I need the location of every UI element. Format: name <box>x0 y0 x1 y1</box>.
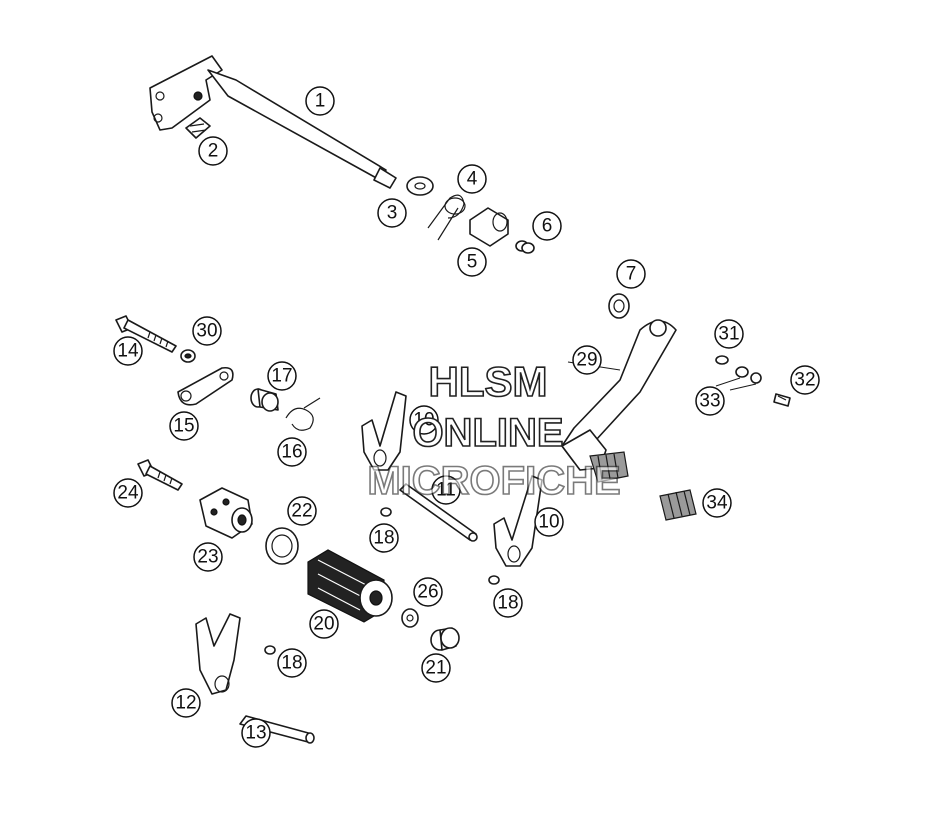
part-rollers-18[interactable] <box>264 507 500 655</box>
callout-29[interactable]: 29 <box>572 345 602 375</box>
callout-label: 4 <box>467 169 478 190</box>
watermark-line2: ONLINE <box>412 411 563 455</box>
part-roller-17[interactable] <box>250 388 279 412</box>
callout-21[interactable]: 21 <box>421 653 451 683</box>
callout-23[interactable]: 23 <box>193 542 223 572</box>
callout-6[interactable]: 6 <box>532 211 562 241</box>
callout-label: 20 <box>313 614 334 635</box>
part-bolt-14[interactable] <box>115 315 177 353</box>
callout-label: 5 <box>467 252 478 273</box>
callout-18c[interactable]: 18 <box>277 648 307 678</box>
callout-30[interactable]: 30 <box>192 316 222 346</box>
callout-4[interactable]: 4 <box>457 164 487 194</box>
callout-32[interactable]: 32 <box>790 365 820 395</box>
callout-11[interactable]: 11 <box>431 475 461 505</box>
part-washer-3[interactable] <box>406 176 434 196</box>
callout-label: 12 <box>175 693 196 714</box>
callout-24[interactable]: 24 <box>113 478 143 508</box>
callout-5[interactable]: 5 <box>457 247 487 277</box>
callout-label: 31 <box>718 324 739 345</box>
callout-33[interactable]: 33 <box>695 386 725 416</box>
callout-label: 18 <box>373 528 394 549</box>
part-seal-ring-7[interactable] <box>608 293 630 319</box>
part-oring-6[interactable] <box>515 240 535 254</box>
callout-label: 30 <box>196 321 217 342</box>
callout-1[interactable]: 1 <box>305 86 335 116</box>
part-return-spring[interactable] <box>427 194 466 241</box>
callout-label: 16 <box>281 442 302 463</box>
callout-label: 18 <box>497 593 518 614</box>
part-shift-drum[interactable] <box>307 549 393 623</box>
callout-label: 17 <box>271 366 292 387</box>
part-washer-30[interactable] <box>180 349 196 363</box>
part-lever-15[interactable] <box>177 366 234 406</box>
callout-label: 15 <box>173 416 194 437</box>
part-shift-rubber[interactable] <box>589 451 697 521</box>
callout-label: 22 <box>291 501 312 522</box>
callout-label: 6 <box>542 216 553 237</box>
callout-16[interactable]: 16 <box>277 437 307 467</box>
callout-label: 1 <box>315 91 326 112</box>
part-small-hardware[interactable] <box>715 355 791 407</box>
callout-15[interactable]: 15 <box>169 411 199 441</box>
part-bushing-21[interactable] <box>430 627 460 651</box>
part-spring-16[interactable] <box>285 397 321 431</box>
callout-18b[interactable]: 18 <box>493 588 523 618</box>
callout-22[interactable]: 22 <box>287 496 317 526</box>
callout-label: 13 <box>245 723 266 744</box>
callout-label: 10 <box>538 512 559 533</box>
callout-label: 32 <box>794 370 815 391</box>
callout-label: 29 <box>576 350 597 371</box>
part-bushing-5[interactable] <box>469 207 509 247</box>
part-washer-26[interactable] <box>401 608 419 628</box>
callout-label: 23 <box>197 547 218 568</box>
callout-label: 18 <box>281 653 302 674</box>
callout-12[interactable]: 12 <box>171 688 201 718</box>
part-bolt-24[interactable] <box>137 459 183 491</box>
callout-7[interactable]: 7 <box>616 259 646 289</box>
callout-3[interactable]: 3 <box>377 198 407 228</box>
callout-18a[interactable]: 18 <box>369 523 399 553</box>
callout-34[interactable]: 34 <box>702 488 732 518</box>
callout-10a[interactable]: 10 <box>409 405 439 435</box>
callout-13[interactable]: 13 <box>241 718 271 748</box>
part-shift-shaft[interactable] <box>149 55 397 189</box>
watermark: HLSM ONLINE MICROFICHE <box>367 357 622 504</box>
callout-label: 7 <box>626 264 637 285</box>
callout-label: 3 <box>387 203 398 224</box>
callout-label: 10 <box>413 410 434 431</box>
callout-label: 33 <box>699 391 720 412</box>
part-bearing-22[interactable] <box>265 527 299 565</box>
callout-label: 24 <box>117 483 139 504</box>
watermark-line3: MICROFICHE <box>367 459 620 503</box>
part-fork-rail-11[interactable] <box>399 483 478 542</box>
callout-label: 21 <box>425 658 446 679</box>
callout-20[interactable]: 20 <box>309 609 339 639</box>
callout-14[interactable]: 14 <box>113 336 143 366</box>
callout-31[interactable]: 31 <box>714 319 744 349</box>
callout-label: 26 <box>417 582 438 603</box>
callout-label: 34 <box>706 493 728 514</box>
watermark-line1: HLSM <box>429 358 548 405</box>
callout-2[interactable]: 2 <box>198 136 228 166</box>
part-shift-segment[interactable] <box>199 487 253 539</box>
part-shift-lever[interactable] <box>561 319 677 471</box>
callout-label: 11 <box>436 480 456 501</box>
callout-17[interactable]: 17 <box>267 361 297 391</box>
part-shift-fork-10a[interactable] <box>361 391 407 471</box>
callout-10b[interactable]: 10 <box>534 507 564 537</box>
part-shift-fork-12[interactable] <box>195 613 241 695</box>
callout-26[interactable]: 26 <box>413 577 443 607</box>
part-spring-small[interactable] <box>185 117 211 139</box>
callout-label: 14 <box>117 341 139 362</box>
callout-label: 2 <box>208 141 219 162</box>
